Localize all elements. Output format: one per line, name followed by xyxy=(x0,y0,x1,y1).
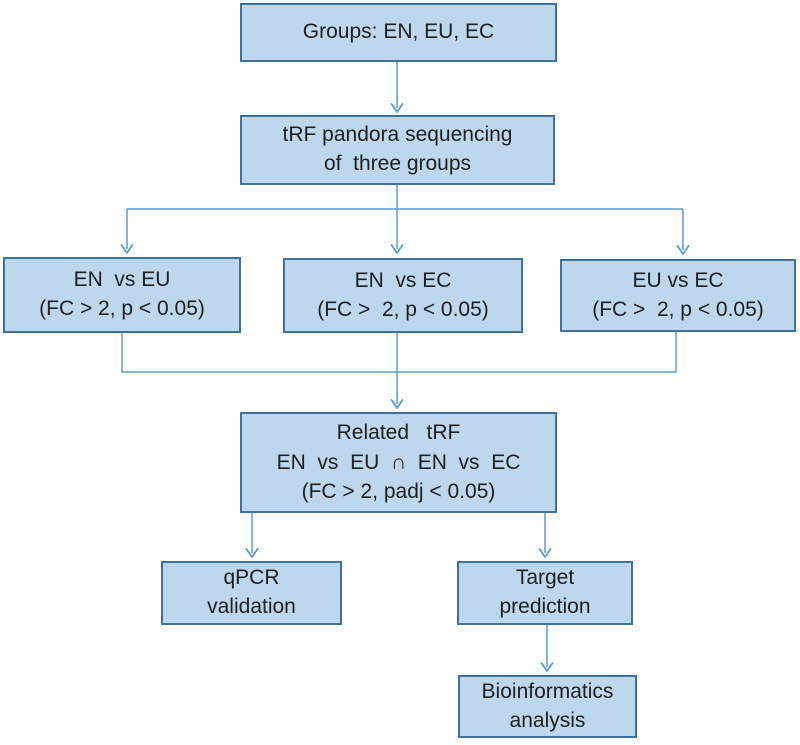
arrowhead-icon xyxy=(120,244,134,254)
node-eu-vs-ec: EU vs EC (FC > 2, p < 0.05) xyxy=(560,259,796,332)
arrowhead-icon xyxy=(538,548,552,558)
arrowhead-icon xyxy=(676,245,690,255)
arrowhead-icon xyxy=(390,399,404,409)
arrowhead-icon xyxy=(245,548,259,558)
node-related-trf: Related tRF EN vs EU ∩ EN vs EC (FC > 2,… xyxy=(240,412,557,513)
node-groups: Groups: EN, EU, EC xyxy=(240,3,557,62)
node-en-vs-eu: EN vs EU (FC > 2, p < 0.05) xyxy=(3,257,241,333)
arrowhead-icon xyxy=(540,662,554,672)
connector-merge-to-related xyxy=(121,332,677,404)
node-en-vs-ec: EN vs EC (FC > 2, p < 0.05) xyxy=(283,258,523,333)
arrowhead-icon xyxy=(390,103,404,113)
node-target-prediction: Target prediction xyxy=(457,561,633,625)
node-sequencing: tRF pandora sequencing of three groups xyxy=(240,115,555,185)
arrowhead-icon xyxy=(390,244,404,254)
node-bioinformatics-analysis: Bioinformatics analysis xyxy=(458,675,637,738)
node-qpcr-validation: qPCR validation xyxy=(161,561,342,625)
connector-sequencing-branch xyxy=(126,185,684,250)
